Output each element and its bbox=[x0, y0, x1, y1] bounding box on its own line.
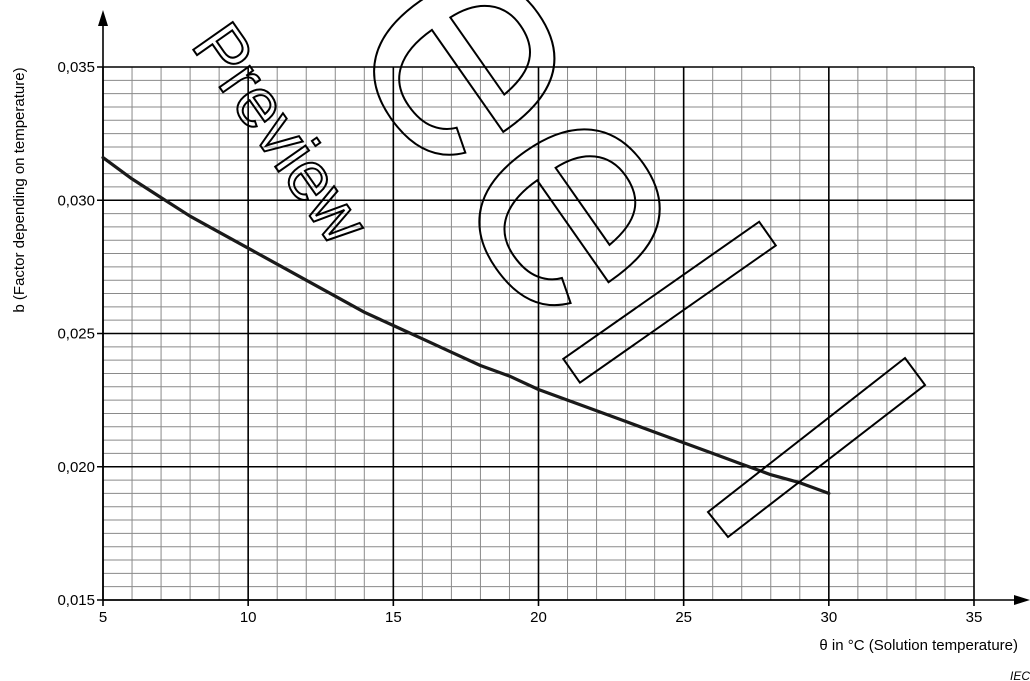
y-tick-label: 0,030 bbox=[57, 192, 95, 209]
y-axis-arrow-icon bbox=[98, 10, 108, 26]
series-line bbox=[101, 156, 831, 495]
x-axis-arrow-icon bbox=[1014, 595, 1030, 605]
x-tick-label: 20 bbox=[530, 609, 547, 626]
x-tick-label: 10 bbox=[240, 609, 257, 626]
y-tick-label: 0,020 bbox=[57, 459, 95, 476]
y-tick-label: 0,025 bbox=[57, 326, 95, 343]
x-tick-label: 5 bbox=[99, 609, 107, 626]
watermark-bar-shape bbox=[706, 356, 927, 539]
y-axis-title: b (Factor depending on temperature) bbox=[11, 67, 28, 312]
x-tick-label: 30 bbox=[820, 609, 837, 626]
x-axis-title: θ in °C (Solution temperature) bbox=[819, 637, 1018, 654]
x-tick-labels: 5 10 15 20 25 30 35 bbox=[99, 609, 983, 626]
x-tick-label: 25 bbox=[675, 609, 692, 626]
axes bbox=[98, 10, 1030, 605]
y-tick-label: 0,035 bbox=[57, 59, 95, 76]
iec-credit: IEC bbox=[1010, 669, 1030, 681]
x-tick-label: 35 bbox=[966, 609, 983, 626]
y-tick-labels: 0,015 0,020 0,025 0,030 0,035 bbox=[57, 59, 95, 609]
y-tick-label: 0,015 bbox=[57, 592, 95, 609]
x-tick-label: 15 bbox=[385, 609, 402, 626]
